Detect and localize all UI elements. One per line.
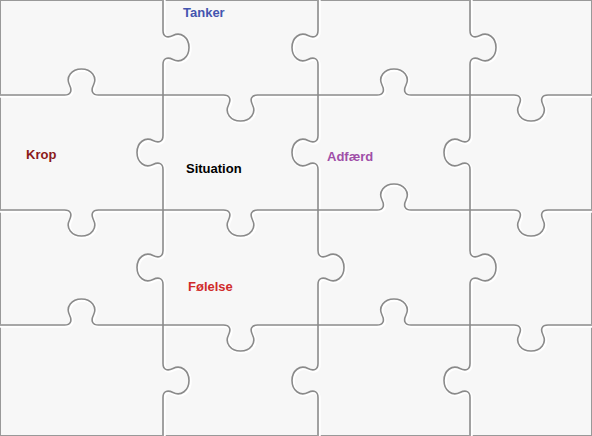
body-label: Krop [26,147,56,163]
situation-label: Situation [186,161,242,177]
thought-label: Tanker [183,5,225,21]
behavior-label: Adfærd [327,149,373,165]
feeling-label: Følelse [188,279,233,295]
